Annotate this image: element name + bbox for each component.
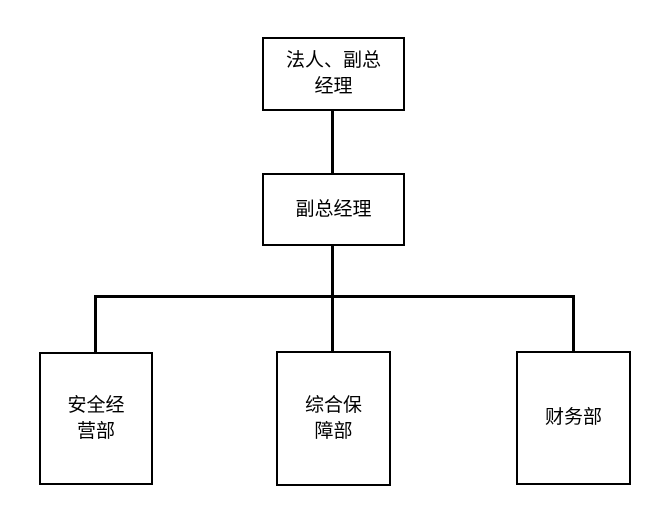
org-node-deputy-gm: 副总经理	[262, 173, 405, 246]
org-node-finance-dept: 财务部	[516, 351, 631, 485]
org-node-safety-operations-dept: 安全经 营部	[39, 352, 153, 485]
connector-horizontal-bus	[94, 295, 575, 298]
org-node-label: 综合保 障部	[304, 394, 362, 442]
org-node-label: 副总经理	[295, 198, 372, 220]
org-node-general-support-dept: 综合保 障部	[276, 351, 391, 486]
connector-root-to-deputy	[331, 110, 334, 175]
connector-bus-to-safety	[94, 295, 97, 354]
org-node-label: 法人、副总 经理	[285, 50, 381, 97]
org-node-legal-deputy-gm: 法人、副总 经理	[262, 37, 405, 111]
connector-deputy-to-support	[331, 245, 334, 353]
connector-bus-to-finance	[572, 295, 575, 353]
org-node-label: 财务部	[544, 407, 602, 428]
org-node-label: 安全经 营部	[67, 394, 125, 442]
